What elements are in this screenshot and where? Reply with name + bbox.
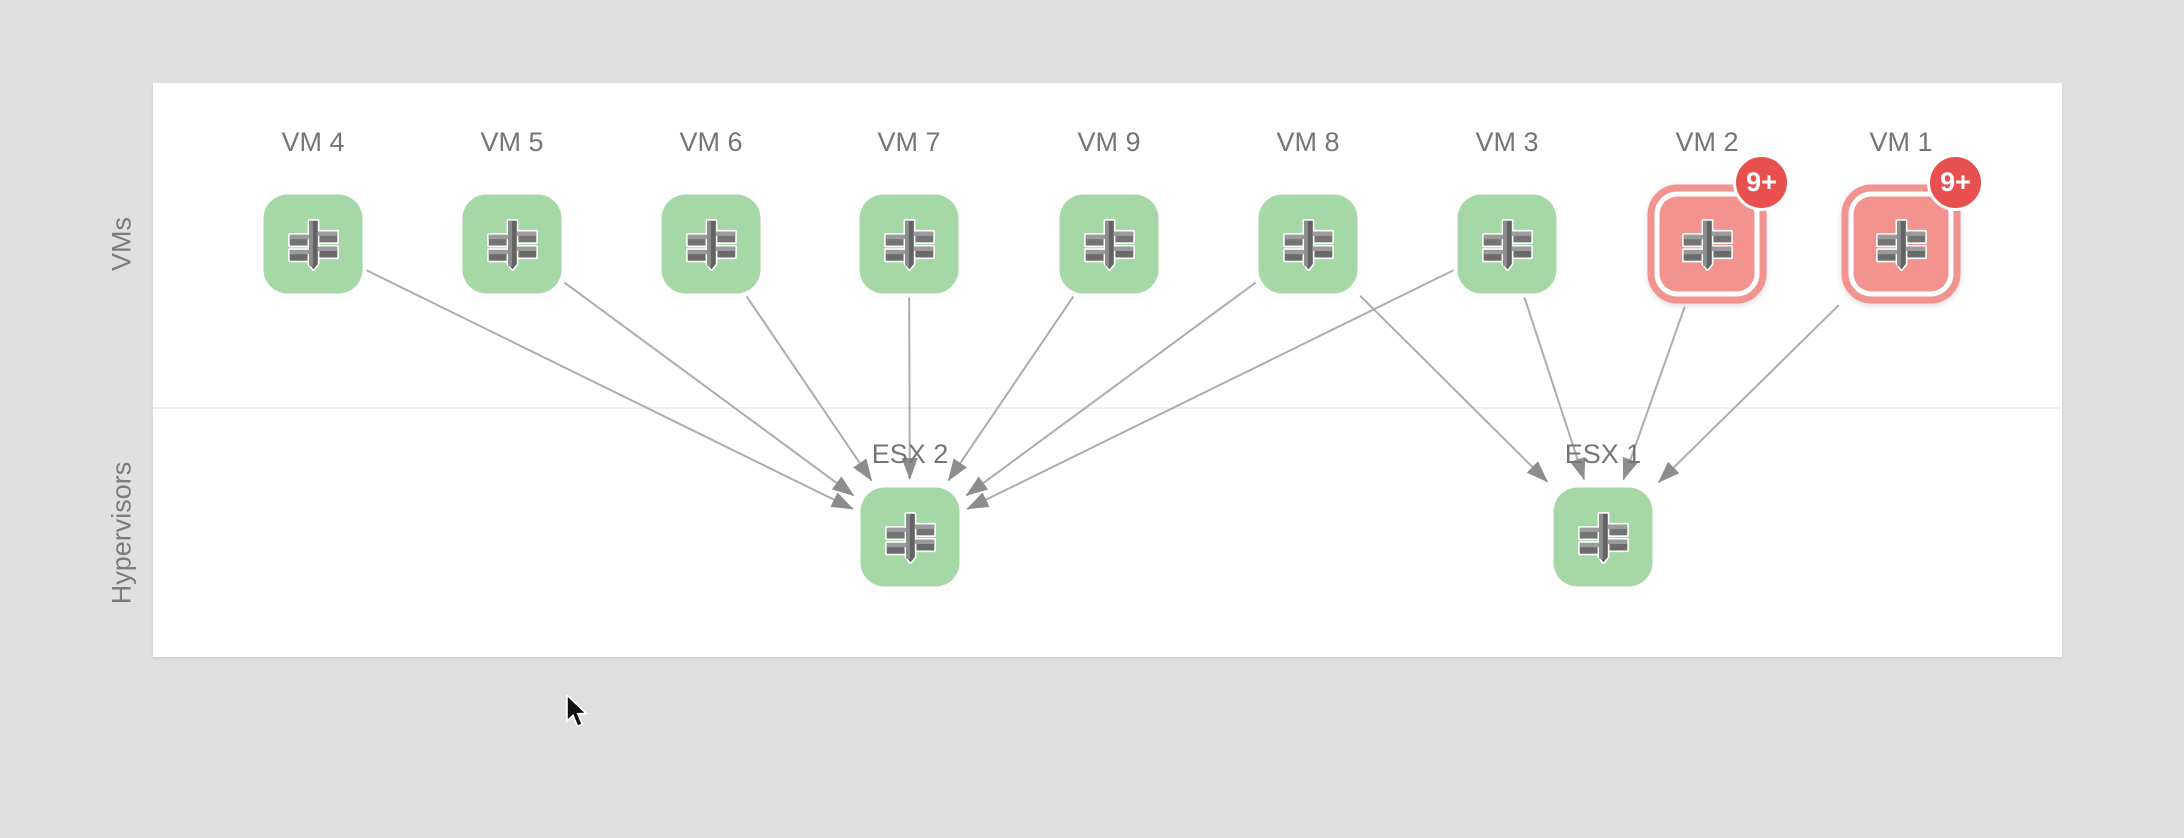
row-label-hypervisors: Hypervisors [106, 461, 137, 605]
host-icon [1577, 511, 1629, 564]
row-divider [153, 407, 2062, 409]
vm-node-box [661, 194, 761, 294]
vm-node-box [1457, 194, 1557, 294]
vm-node-box [1853, 196, 1949, 292]
host-icon [1875, 218, 1927, 271]
host-icon [1083, 218, 1135, 271]
alert-ring [1647, 184, 1767, 304]
vm-node-box [859, 194, 959, 294]
host-icon [1282, 218, 1334, 271]
node-label: VM 7 [877, 127, 941, 157]
node-label: VM 1 [1869, 127, 1933, 157]
node-label: VM 9 [1077, 127, 1141, 157]
node-label: VM 5 [480, 127, 544, 157]
row-label-vms: VMs [106, 217, 137, 271]
node-label: VM 2 [1675, 127, 1739, 157]
host-icon [287, 218, 339, 271]
host-icon [883, 218, 935, 271]
node-label: VM 3 [1475, 127, 1539, 157]
vm-node-box [1659, 196, 1755, 292]
node-label: ESX 2 [871, 439, 949, 469]
node-label: VM 6 [679, 127, 743, 157]
hypervisor-node-box [1553, 487, 1653, 587]
host-icon [685, 218, 737, 271]
alert-count-badge[interactable]: 9+ [1927, 154, 1984, 211]
node-label: VM 4 [281, 127, 345, 157]
vm-node-box [462, 194, 562, 294]
node-label: VM 8 [1276, 127, 1340, 157]
node-label: ESX 1 [1564, 439, 1642, 469]
host-icon [1481, 218, 1533, 271]
vm-node-box [263, 194, 363, 294]
vm-node-box [1258, 194, 1358, 294]
alert-count-badge[interactable]: 9+ [1733, 154, 1790, 211]
host-icon [1681, 218, 1733, 271]
host-icon [884, 511, 936, 564]
vm-node-box [1059, 194, 1159, 294]
hypervisor-node-box [860, 487, 960, 587]
host-icon [486, 218, 538, 271]
mouse-cursor [566, 695, 589, 728]
